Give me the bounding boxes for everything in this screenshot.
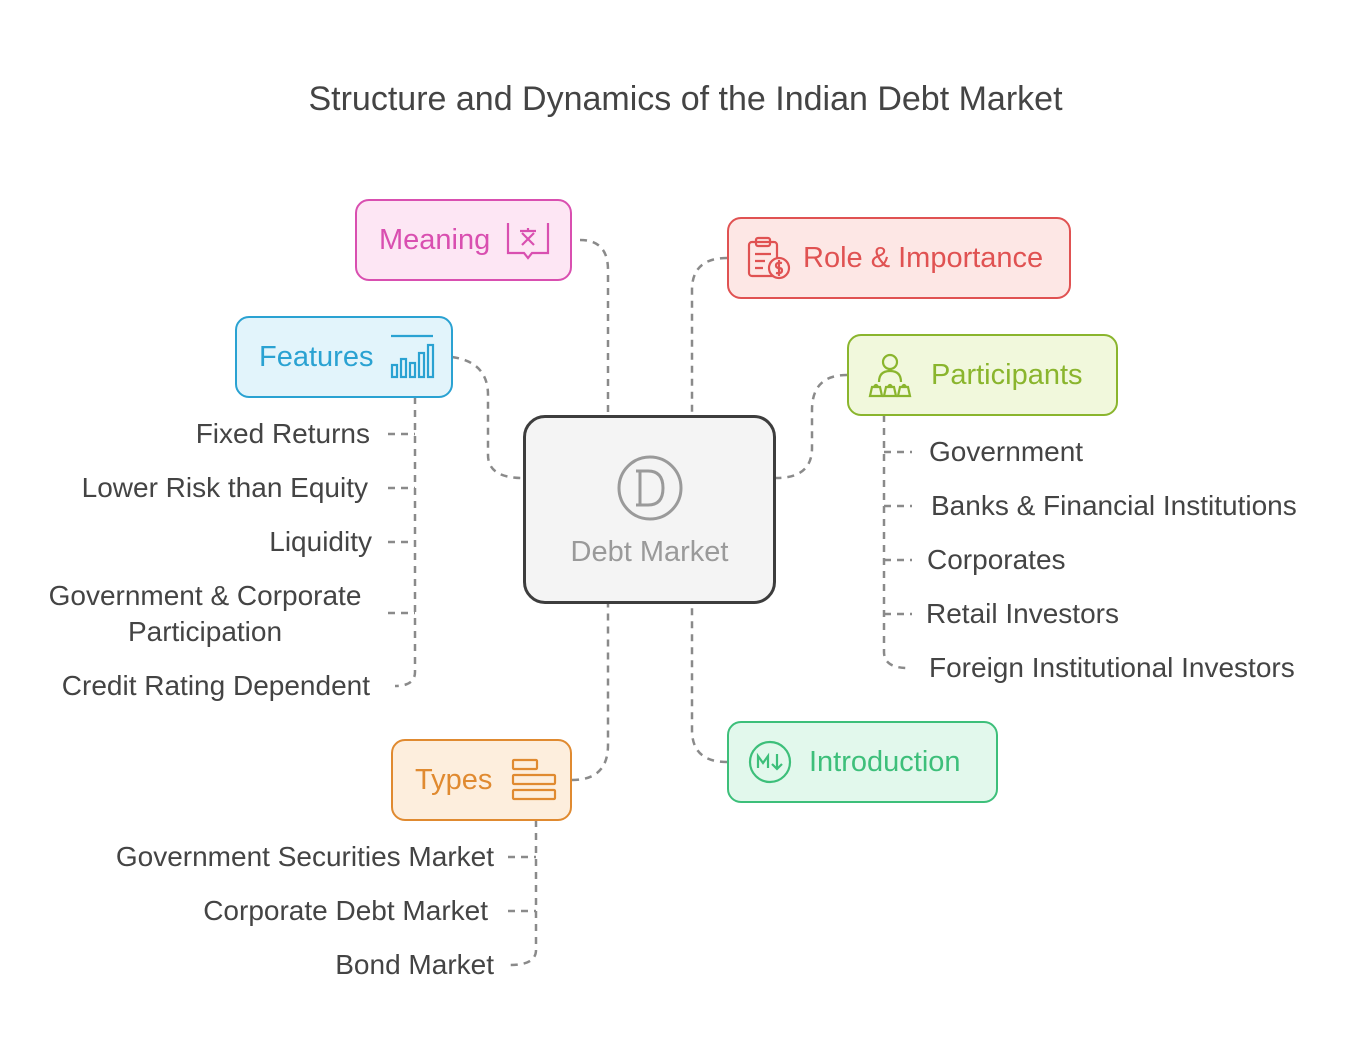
meaning-label: Meaning <box>379 223 491 256</box>
participants-item: Banks & Financial Institutions <box>931 490 1297 521</box>
features-node[interactable]: Features <box>235 316 453 398</box>
center-node[interactable]: Debt Market <box>523 415 776 604</box>
introduction-label: Introduction <box>809 745 961 778</box>
participants-label: Participants <box>931 358 1083 391</box>
types-item: Corporate Debt Market <box>203 895 488 926</box>
role-importance-label: Role & Importance <box>803 241 1044 274</box>
types-node[interactable]: Types <box>391 739 572 821</box>
types-label: Types <box>415 763 493 796</box>
types-item: Bond Market <box>335 949 494 980</box>
center-label: Debt Market <box>570 536 729 568</box>
role-importance-node[interactable]: Role & Importance <box>727 217 1071 299</box>
features-item: Liquidity <box>269 526 372 557</box>
features-item: Lower Risk than Equity <box>81 472 368 503</box>
markdown-icon <box>747 739 793 785</box>
introduction-node[interactable]: Introduction <box>727 721 998 803</box>
meaning-node[interactable]: Meaning <box>355 199 572 281</box>
features-label: Features <box>259 340 374 373</box>
clipboard-dollar-icon <box>745 234 793 282</box>
features-item: Credit Rating Dependent <box>61 670 370 701</box>
features-item: Fixed Returns <box>195 418 370 449</box>
participants-item: Retail Investors <box>926 598 1119 629</box>
features-item: Government & Corporate Participation <box>48 580 362 647</box>
participants-item: Corporates <box>927 544 1066 575</box>
page-title: Structure and Dynamics of the Indian Deb… <box>308 80 1063 118</box>
people-icon <box>867 352 913 398</box>
d-letter-icon <box>616 454 684 527</box>
translate-book-icon <box>504 219 552 261</box>
participants-item: Foreign Institutional Investors <box>929 652 1295 683</box>
stacked-bars-icon <box>510 757 558 803</box>
types-item: Government Securities Market <box>115 841 494 872</box>
bar-chart-icon <box>389 333 435 381</box>
participants-node[interactable]: Participants <box>847 334 1118 416</box>
participants-item: Government <box>929 436 1084 467</box>
